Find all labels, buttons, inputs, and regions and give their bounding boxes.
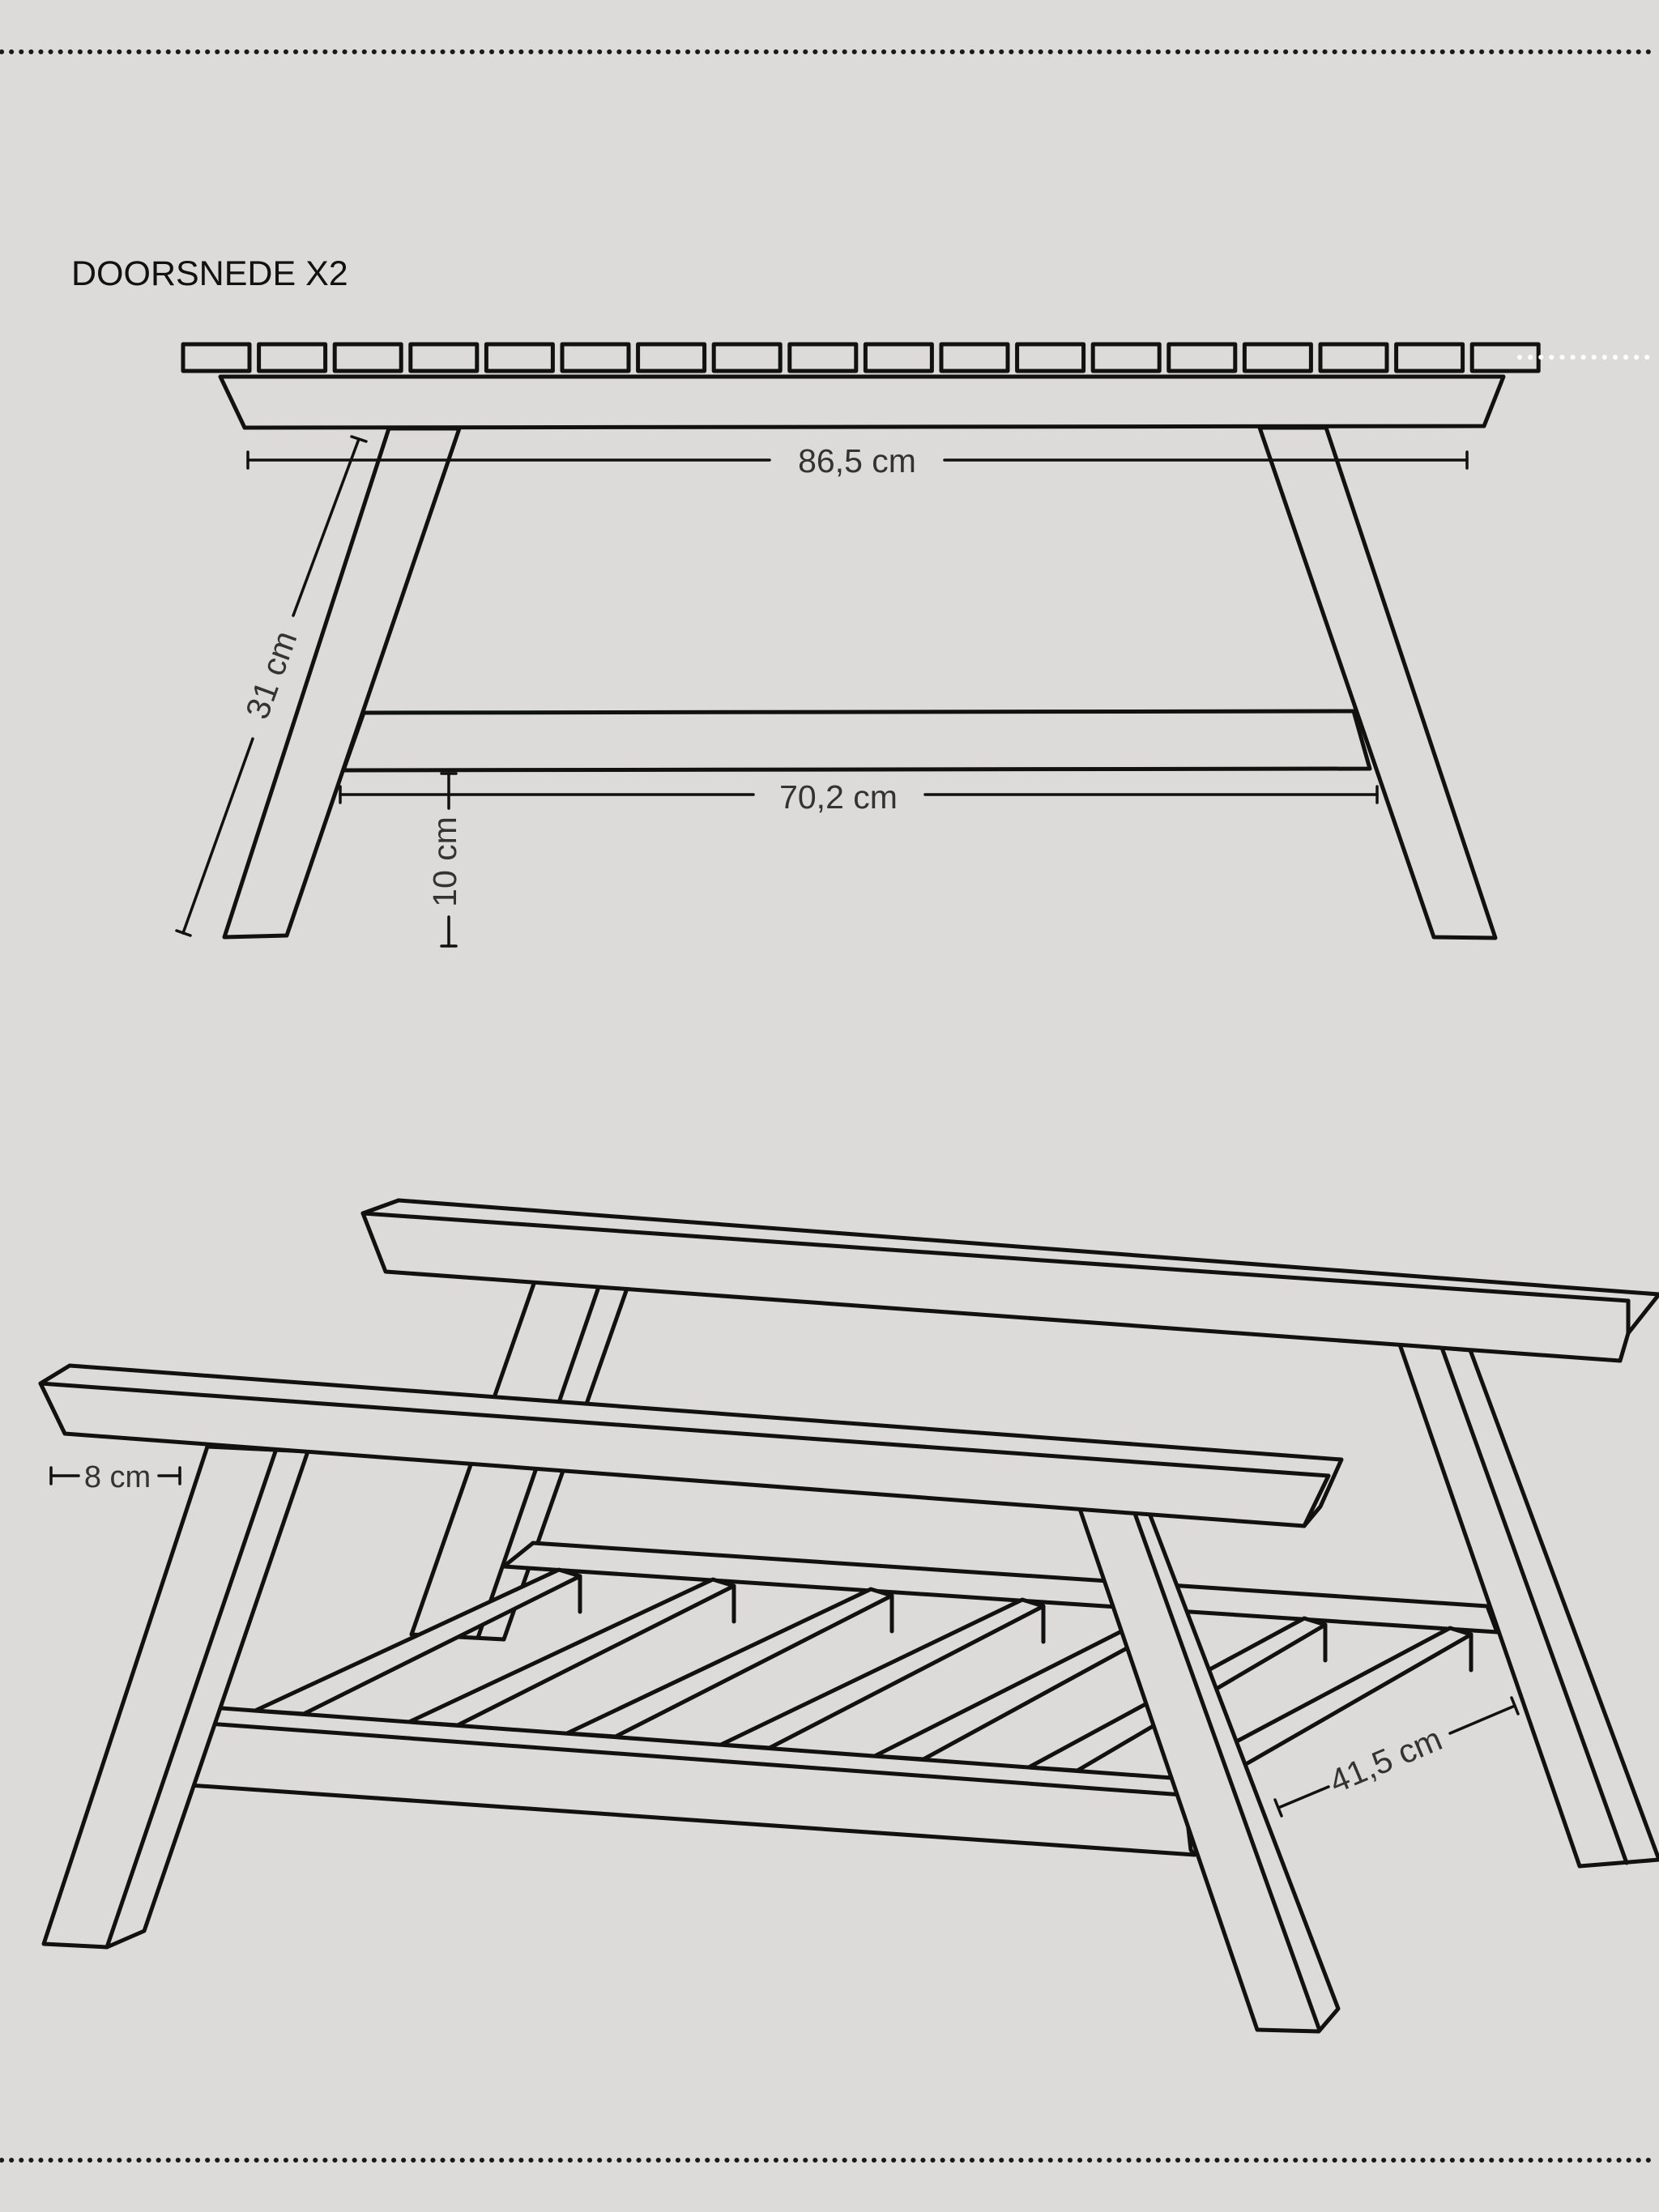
top-slat: [1469, 342, 1541, 373]
top-slat: [1166, 342, 1238, 373]
shelf-length-label: 70,2 cm: [779, 778, 898, 816]
perspective-view: 8 cm 41,5 cm: [38, 1198, 1659, 2034]
top-frame-beam: [218, 374, 1506, 430]
slat-row: [181, 342, 1541, 373]
dimension-shelf-length: 70,2 cm: [339, 778, 1379, 816]
top-slat: [1015, 342, 1086, 373]
shelf-height-label: 10 cm: [426, 816, 463, 907]
top-slat: [636, 342, 707, 373]
depth-label: 41,5 cm: [1324, 1720, 1447, 1800]
top-slat: [257, 342, 328, 373]
top-slat: [711, 342, 783, 373]
top-slat: [939, 342, 1010, 373]
top-slat: [560, 342, 631, 373]
top-slat: [181, 342, 252, 373]
shelf-slats: [253, 1567, 1473, 1784]
top-slat: [332, 342, 403, 373]
section-title: DOORSNEDE X2: [71, 254, 348, 293]
shelf-slat: [719, 1597, 1046, 1750]
top-slat: [484, 342, 555, 373]
top-slat: [787, 342, 859, 373]
dimension-rail-width: 8 cm: [49, 1460, 181, 1494]
top-slat: [1394, 342, 1465, 373]
front-shelf-rail: [164, 1705, 1197, 1857]
rail-width-label: 8 cm: [84, 1460, 151, 1494]
top-slat: [408, 342, 480, 373]
right-leg: [1257, 425, 1498, 940]
top-slat: [863, 342, 934, 373]
lower-shelf-beam: [341, 709, 1372, 773]
top-slat: [1242, 342, 1313, 373]
top-slat: [1090, 342, 1162, 373]
top-slat: [1318, 342, 1389, 373]
cross-section-view: 86,5 cm 31 cm 70,2 cm 10 cm: [175, 342, 1659, 948]
dimension-frame-length: 86,5 cm: [246, 442, 1469, 479]
left-leg: [222, 426, 462, 940]
frame-length-label: 86,5 cm: [798, 442, 916, 479]
leg-length-label: 31 cm: [238, 626, 304, 724]
shelf-slat: [253, 1567, 582, 1716]
shelf-slat: [565, 1587, 894, 1739]
front-right-leg: [1077, 1504, 1341, 2034]
front-left-leg: [41, 1444, 310, 1950]
dimension-shelf-height: 10 cm: [426, 772, 463, 948]
